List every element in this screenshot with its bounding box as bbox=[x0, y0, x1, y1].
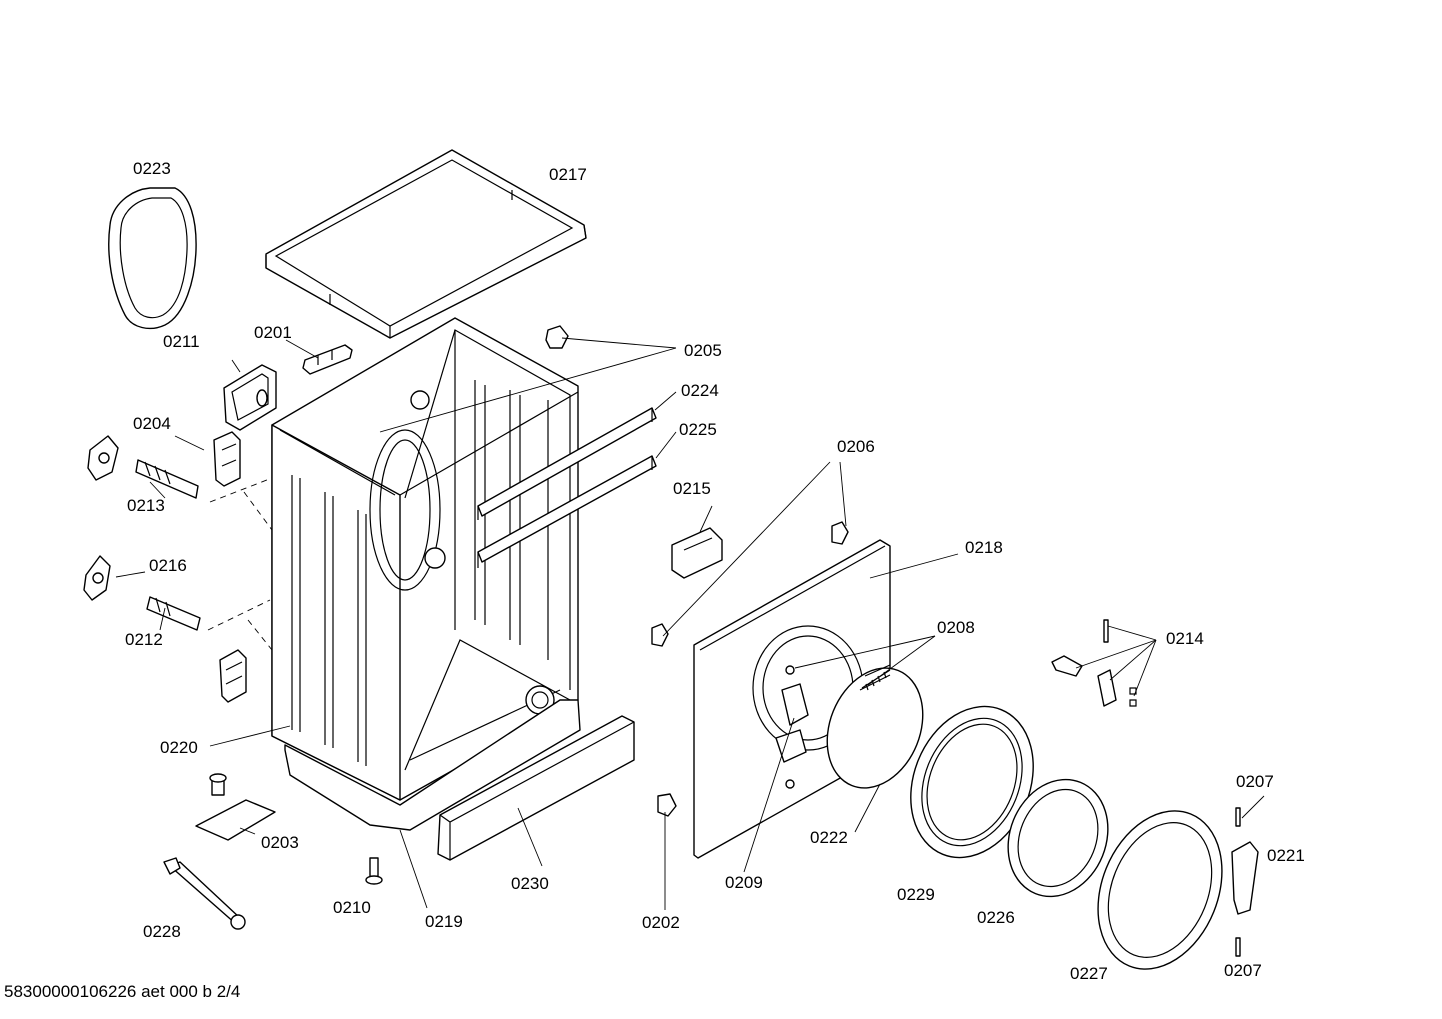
part-0215-door-lock bbox=[671, 527, 723, 579]
label-0205: 0205 bbox=[684, 341, 722, 360]
label-0223: 0223 bbox=[133, 159, 171, 178]
part-0210-screw bbox=[365, 857, 383, 885]
part-0201-clip bbox=[302, 344, 353, 375]
label-0215: 0215 bbox=[673, 479, 711, 498]
part-0213-shock-absorber bbox=[87, 435, 199, 499]
label-0221: 0221 bbox=[1267, 846, 1305, 865]
label-0201: 0201 bbox=[254, 323, 292, 342]
label-0217: 0217 bbox=[549, 165, 587, 184]
part-0226-inner-glass bbox=[1007, 778, 1109, 898]
label-0206: 0206 bbox=[837, 437, 875, 456]
leader-lines bbox=[115, 337, 1265, 910]
part-0223-gasket bbox=[108, 187, 197, 330]
part-0227-outer-ring bbox=[1097, 810, 1223, 970]
label-0222: 0222 bbox=[810, 828, 848, 847]
label-0209: 0209 bbox=[725, 873, 763, 892]
label-0204: 0204 bbox=[133, 414, 171, 433]
label-0226: 0226 bbox=[977, 908, 1015, 927]
label-0207-bottom: 0207 bbox=[1224, 961, 1262, 980]
label-0208: 0208 bbox=[937, 618, 975, 637]
label-0210: 0210 bbox=[333, 898, 371, 917]
dashed-guides bbox=[207, 477, 273, 651]
label-0216: 0216 bbox=[149, 556, 187, 575]
part-0217-top-cover bbox=[265, 149, 587, 339]
label-0225: 0225 bbox=[679, 420, 717, 439]
label-0227: 0227 bbox=[1070, 964, 1108, 983]
label-0224: 0224 bbox=[681, 381, 719, 400]
label-0218: 0218 bbox=[965, 538, 1003, 557]
part-0207-pin bbox=[1235, 807, 1241, 957]
part-0224-rail bbox=[477, 407, 657, 520]
part-0214-hinge bbox=[1051, 619, 1137, 707]
part-0219-plinth bbox=[284, 699, 581, 831]
part-0204-clip bbox=[213, 431, 241, 487]
label-0214: 0214 bbox=[1166, 629, 1204, 648]
part-0205-clip bbox=[545, 325, 569, 349]
label-0230: 0230 bbox=[511, 874, 549, 893]
part-0229-door-ring bbox=[910, 705, 1034, 859]
part-0203-foot-plate bbox=[195, 773, 276, 841]
label-0211: 0211 bbox=[163, 332, 200, 351]
label-0207-top: 0207 bbox=[1236, 772, 1274, 791]
part-0206-clip bbox=[651, 521, 849, 647]
part-0212-shock-absorber bbox=[146, 596, 201, 631]
part-0212-clip bbox=[219, 649, 247, 703]
part-0225-rail bbox=[477, 455, 657, 568]
part-0211-bracket bbox=[223, 364, 277, 431]
drawing-reference-footer: 58300000106226 aet 000 b 2/4 bbox=[4, 982, 241, 1001]
part-0222-window bbox=[826, 664, 924, 789]
part-0220-cabinet bbox=[271, 317, 579, 801]
label-0228: 0228 bbox=[143, 922, 181, 941]
label-0220: 0220 bbox=[160, 738, 198, 757]
part-0228-wrench bbox=[163, 857, 246, 930]
label-0203: 0203 bbox=[261, 833, 299, 852]
part-0202-plug bbox=[657, 793, 677, 817]
part-0221-handle bbox=[1231, 841, 1259, 915]
part-0218-front-panel bbox=[693, 539, 891, 859]
label-0219: 0219 bbox=[425, 912, 463, 931]
label-0213: 0213 bbox=[127, 496, 165, 515]
label-0212: 0212 bbox=[125, 630, 163, 649]
part-0216-mount bbox=[83, 555, 111, 601]
label-0229: 0229 bbox=[897, 885, 935, 904]
part-0230-kickplate bbox=[437, 715, 635, 861]
label-0202: 0202 bbox=[642, 913, 680, 932]
